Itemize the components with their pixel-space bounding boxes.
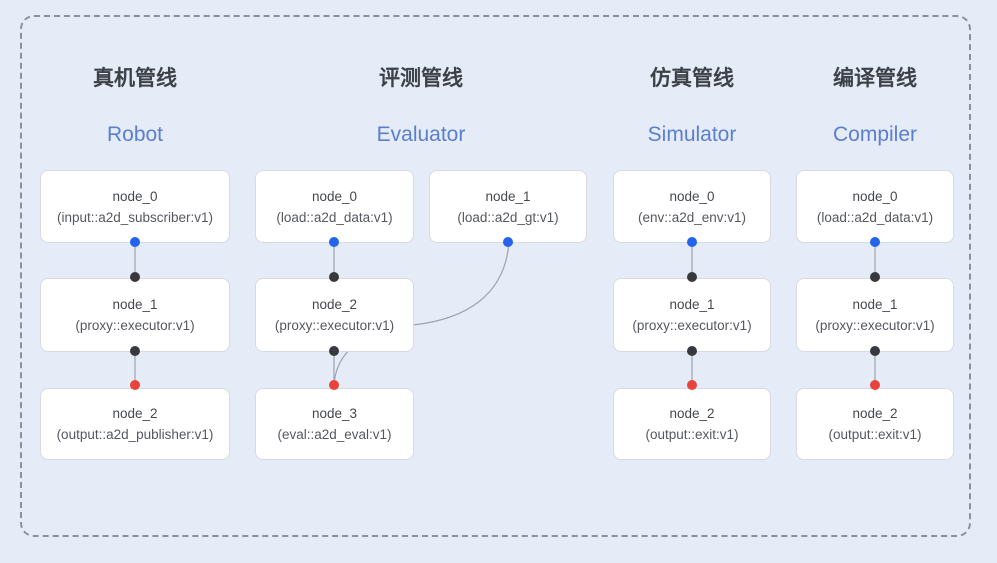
evaluator-title-en: Evaluator <box>376 123 466 146</box>
evaluator-node-3[interactable]: node_3 (eval::a2d_eval:v1) <box>255 388 414 460</box>
node-subtitle: (input::a2d_subscriber:v1) <box>56 209 214 225</box>
node-subtitle: (output::exit:v1) <box>645 427 739 442</box>
node-title: node_0 <box>669 188 715 204</box>
node-title: node_1 <box>669 297 715 312</box>
node-subtitle: (proxy::executor:v1) <box>274 318 395 333</box>
compiler-node-1[interactable]: node_1 (proxy::executor:v1) <box>796 278 954 352</box>
simulator-node1-in-port-dot[interactable] <box>687 272 697 282</box>
node-subtitle: (output::a2d_publisher:v1) <box>56 427 214 442</box>
evaluator-node0-out-port-dot[interactable] <box>329 237 339 247</box>
node-subtitle: (proxy::executor:v1) <box>632 318 752 333</box>
node-title: node_1 <box>852 297 898 312</box>
compiler-node2-in-port-dot[interactable] <box>870 380 880 390</box>
compiler-node1-out-port-dot[interactable] <box>870 346 880 356</box>
robot-node-0[interactable]: node_0 (input::a2d_subscriber:v1) <box>40 170 230 243</box>
simulator-node1-out-port-dot[interactable] <box>687 346 697 356</box>
simulator-title-en: Simulator <box>647 123 737 146</box>
simulator-node-2[interactable]: node_2 (output::exit:v1) <box>613 388 771 460</box>
node-subtitle: (eval::a2d_eval:v1) <box>277 427 392 442</box>
simulator-node2-in-port-dot[interactable] <box>687 380 697 390</box>
simulator-node0-out-port-dot[interactable] <box>687 237 697 247</box>
robot-node1-in-port-dot[interactable] <box>130 272 140 282</box>
evaluator-node3-in-port-dot[interactable] <box>329 380 339 390</box>
node-subtitle: (load::a2d_data:v1) <box>816 209 934 225</box>
evaluator-node1-out-port-dot[interactable] <box>503 237 513 247</box>
node-subtitle: (proxy::executor:v1) <box>815 318 935 333</box>
node-subtitle: (proxy::executor:v1) <box>75 318 195 333</box>
compiler-node0-out-port-dot[interactable] <box>870 237 880 247</box>
node-title: node_2 <box>311 297 358 312</box>
node-title: node_0 <box>311 188 358 204</box>
node-title: node_2 <box>112 406 158 421</box>
evaluator-node-0[interactable]: node_0 (load::a2d_data:v1) <box>255 170 414 243</box>
node-title: node_0 <box>852 188 898 204</box>
node-subtitle: (load::a2d_gt:v1) <box>457 209 559 225</box>
node-title: node_2 <box>852 406 898 421</box>
robot-node0-out-port-dot[interactable] <box>130 237 140 247</box>
compiler-title-cn: 编译管线 <box>833 67 917 90</box>
compiler-node1-in-port-dot[interactable] <box>870 272 880 282</box>
node-subtitle: (load::a2d_data:v1) <box>276 209 393 225</box>
simulator-node-1[interactable]: node_1 (proxy::executor:v1) <box>613 278 771 352</box>
node-title: node_1 <box>485 188 531 204</box>
node-subtitle: (output::exit:v1) <box>828 427 922 442</box>
simulator-title-cn: 仿真管线 <box>650 67 734 90</box>
node-title: node_2 <box>669 406 715 421</box>
node-title: node_0 <box>112 188 158 204</box>
compiler-node-2[interactable]: node_2 (output::exit:v1) <box>796 388 954 460</box>
evaluator-node-2[interactable]: node_2 (proxy::executor:v1) <box>255 278 414 352</box>
node-subtitle: (env::a2d_env:v1) <box>637 209 747 225</box>
dashed-frame <box>20 15 971 537</box>
compiler-node-0[interactable]: node_0 (load::a2d_data:v1) <box>796 170 954 243</box>
evaluator-node-1[interactable]: node_1 (load::a2d_gt:v1) <box>429 170 587 243</box>
evaluator-node2-in-port-dot[interactable] <box>329 272 339 282</box>
robot-title-cn: 真机管线 <box>93 67 177 90</box>
node-title: node_3 <box>311 406 358 421</box>
robot-node-2[interactable]: node_2 (output::a2d_publisher:v1) <box>40 388 230 460</box>
evaluator-node2-out-port-dot[interactable] <box>329 346 339 356</box>
node-title: node_1 <box>112 297 158 312</box>
robot-node-1[interactable]: node_1 (proxy::executor:v1) <box>40 278 230 352</box>
robot-node1-out-port-dot[interactable] <box>130 346 140 356</box>
robot-title-en: Robot <box>106 123 164 146</box>
robot-node2-in-port-dot[interactable] <box>130 380 140 390</box>
compiler-title-en: Compiler <box>832 123 918 146</box>
simulator-node-0[interactable]: node_0 (env::a2d_env:v1) <box>613 170 771 243</box>
evaluator-title-cn: 评测管线 <box>379 67 463 90</box>
